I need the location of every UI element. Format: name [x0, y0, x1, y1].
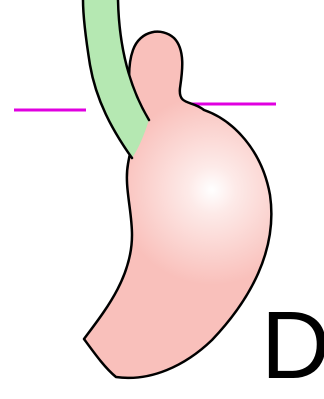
panel-label: D — [261, 298, 324, 394]
